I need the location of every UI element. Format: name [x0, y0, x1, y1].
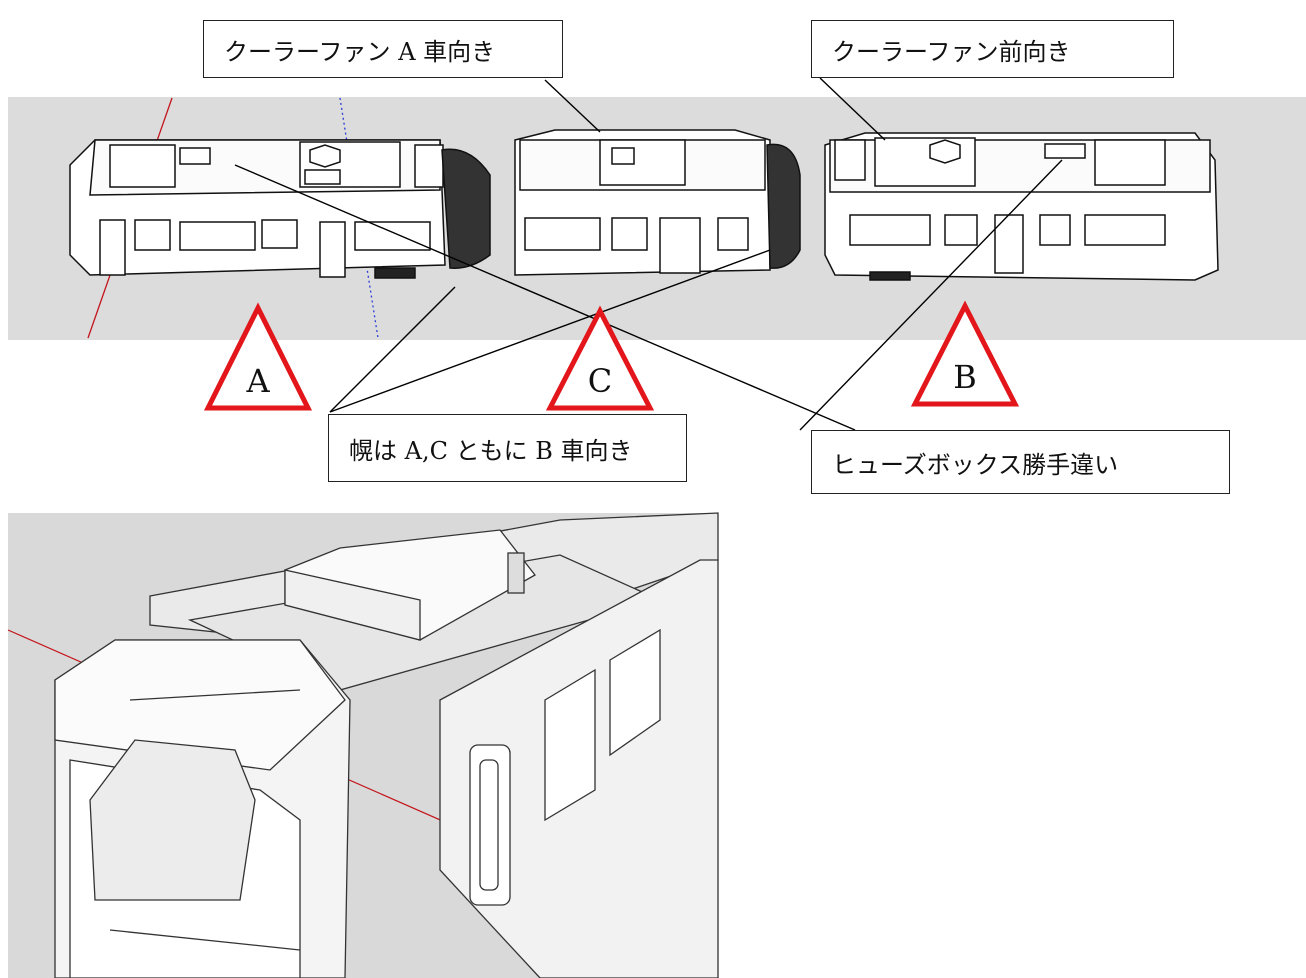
callout-fuse-box: ヒューズボックス勝手違い — [811, 430, 1230, 494]
car-label-b: B — [953, 358, 977, 396]
callout-hood-text: 幌は A,C ともに B 車向き — [349, 436, 633, 465]
callout-cooler-fan-front-text: クーラーファン前向き — [832, 37, 1071, 66]
triangle-c — [545, 305, 655, 411]
car-label-c: C — [588, 362, 612, 400]
car-c-model — [514, 129, 801, 276]
triangle-a — [203, 302, 313, 411]
leader-lines — [234, 77, 1063, 431]
callout-hood: 幌は A,C ともに B 車向き — [328, 414, 687, 482]
car-label-a: A — [245, 362, 270, 400]
callout-cooler-fan-a: クーラーファン A 車向き — [203, 20, 563, 78]
car-b-model — [824, 132, 1219, 281]
tram-3d-model — [54, 512, 719, 978]
triangle-b — [910, 300, 1020, 407]
callout-cooler-fan-front: クーラーファン前向き — [811, 20, 1174, 78]
car-a-model — [69, 139, 491, 279]
callout-cooler-fan-a-text: クーラーファン A 車向き — [224, 37, 496, 66]
callout-fuse-box-text: ヒューズボックス勝手違い — [832, 450, 1119, 479]
